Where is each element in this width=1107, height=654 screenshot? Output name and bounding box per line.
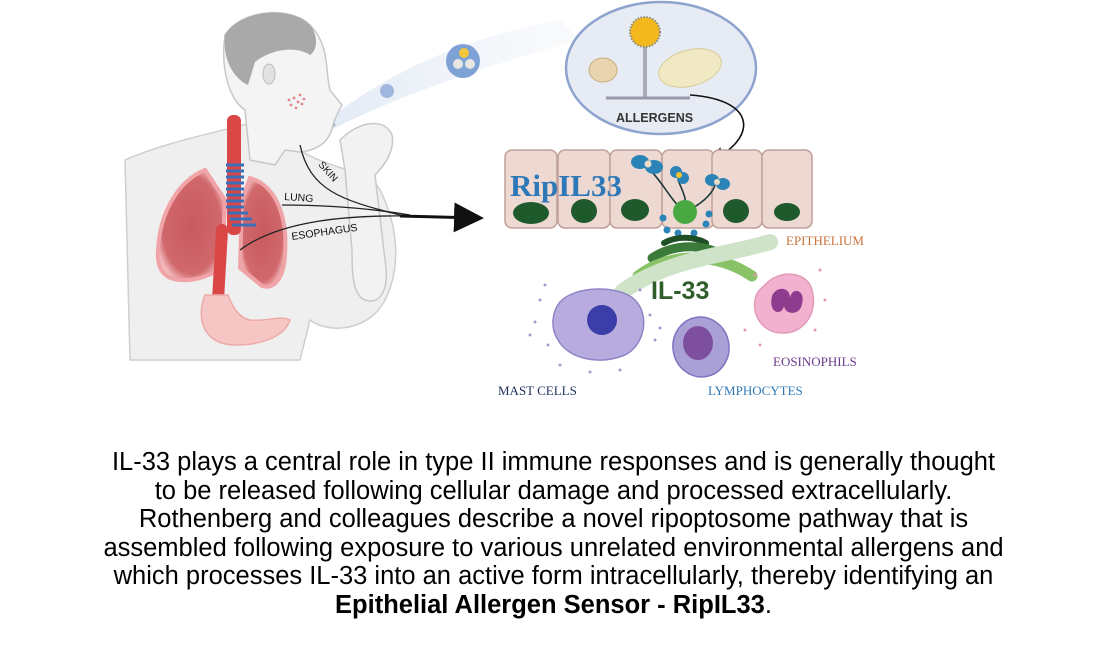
il33-label: IL-33 [651,277,709,305]
ripil33-label: RipIL33 [510,168,622,203]
il33-signal-waves [614,234,778,300]
lung-label: LUNG [284,191,314,205]
caption-line: IL-33 plays a central role in type II im… [111,448,996,476]
caption-line: Rothenberg and colleagues describe a nov… [138,505,969,533]
graphical-abstract-figure: SKIN LUNG ESOPHAGUS ALLERGENS [124,0,864,398]
caption-line: to be released following cellular damage… [154,476,953,505]
mast-cell [528,283,662,374]
cell-nucleus [723,199,749,223]
trachea [227,115,241,235]
caption-end-punct: . [764,590,772,619]
cell-nucleus [774,203,800,221]
particle-dot [453,59,463,69]
cell-nucleus [621,199,649,221]
ripoptosome-complex [631,155,730,237]
main-arrow [399,202,484,233]
human-figure-illustration: SKIN LUNG ESOPHAGUS [124,12,580,361]
allergen-particle-small [380,84,394,98]
eosinophils-label: EOSINOPHILS [773,354,857,369]
stomach [200,294,291,346]
caption-bold-term: Epithelial Allergen Sensor - RipIL33 [335,590,765,619]
lymphocytes-label: LYMPHOCYTES [708,383,803,398]
arm-silhouette [339,122,394,302]
particle-dot [459,48,469,58]
skin-pointer-line [299,144,401,216]
allergen-particle-large [446,44,480,78]
cockroach [658,48,722,88]
dust-mite [588,57,618,83]
particle-dot [465,59,475,69]
allergens-label: ALLERGENS [616,111,693,125]
skin-rash [287,93,306,110]
cell-nucleus [571,199,597,223]
trachea-rings [226,163,256,227]
caption-line: assembled following exposure to various … [103,533,1004,562]
epithelium-layer: RipIL33 EPITHELIUM [504,149,864,248]
epithelial-cell [761,149,813,229]
cell-nucleus [513,202,549,224]
esophagus [212,224,228,306]
esophagus-pointer-line [239,215,411,251]
hair [224,12,316,85]
mold-spore-head [629,16,661,48]
allergens-bubble: ALLERGENS [564,0,758,162]
caption: IL-33 plays a central role in type II im… [0,448,1107,619]
right-lung [237,175,288,289]
left-lung [155,167,228,283]
caption-line: which processes IL-33 into an active for… [113,562,994,590]
lung-pointer-line [281,204,411,216]
il33-core [673,200,697,224]
lymphocyte-cell [672,316,730,378]
eosinophil-cell [743,268,827,347]
ear [262,63,276,85]
caption-final-line: Epithelial Allergen Sensor - RipIL33. [0,591,1107,620]
mast-cells-label: MAST CELLS [498,383,577,398]
epithelium-label: EPITHELIUM [786,233,864,248]
